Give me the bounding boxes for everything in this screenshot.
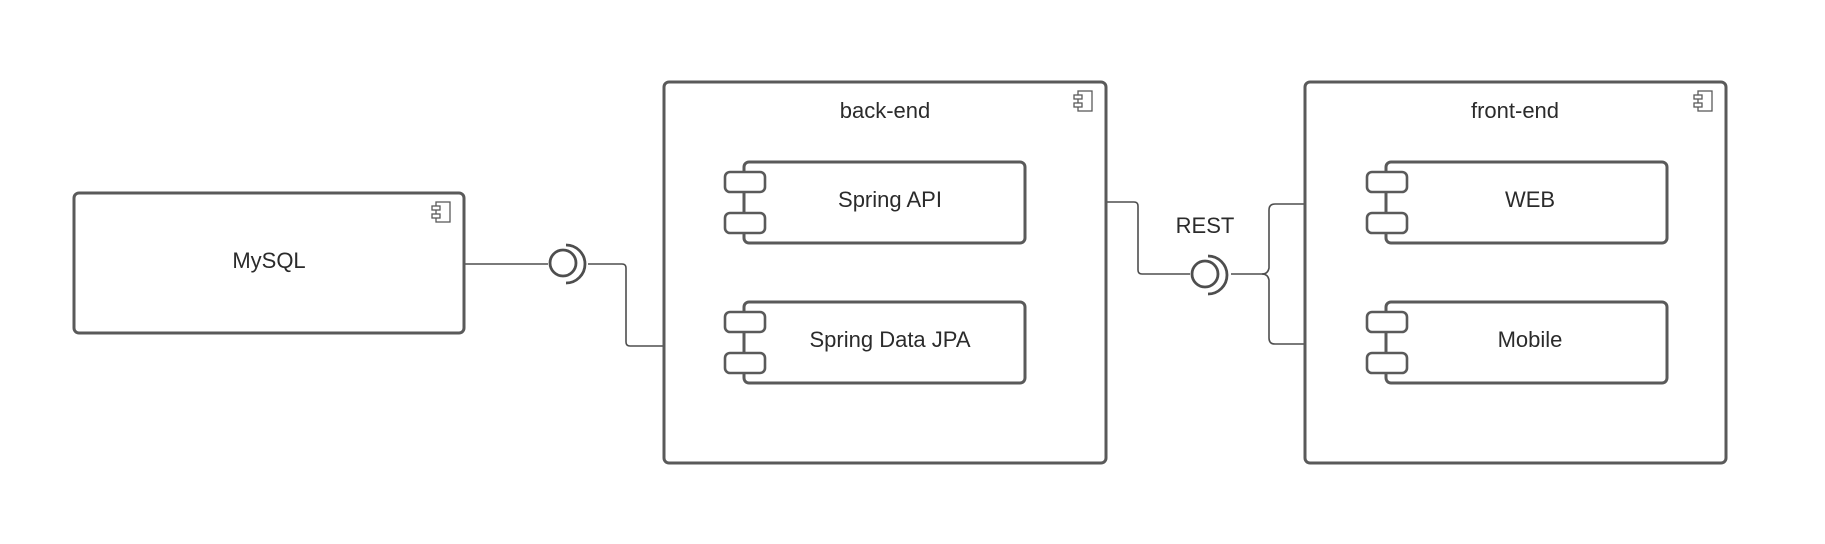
frontend-container[interactable]: front-end WEB Mobile — [1303, 80, 1728, 465]
web-port-bottom — [1365, 211, 1409, 235]
rest-interface[interactable]: REST — [1176, 213, 1235, 296]
spring-api-label: Spring API — [838, 187, 942, 212]
web-box[interactable] — [1384, 160, 1669, 245]
component-icon — [1073, 90, 1093, 112]
db-interface-to-spring-data-jpa-wire[interactable] — [588, 263, 744, 347]
backend-box[interactable] — [662, 80, 1108, 465]
web-component[interactable]: WEB — [1365, 160, 1669, 245]
spring-data-jpa-port-top — [723, 310, 767, 334]
backend-container[interactable]: back-end Spring API Spring Data JPA — [662, 80, 1108, 465]
db-interface-ball[interactable] — [548, 248, 578, 278]
component-icon — [1693, 90, 1713, 112]
db-interface-socket — [565, 243, 587, 285]
spring-api-component[interactable]: Spring API — [723, 160, 1027, 245]
rest-interface-label: REST — [1176, 213, 1235, 238]
mobile-box[interactable] — [1384, 300, 1669, 385]
spring-api-port-bottom — [723, 211, 767, 235]
frontend-box[interactable] — [1303, 80, 1728, 465]
web-port-top — [1365, 170, 1409, 194]
spring-api-to-rest-wire[interactable] — [1026, 201, 1190, 275]
spring-data-jpa-port-bottom — [723, 351, 767, 375]
mysql-label: MySQL — [232, 248, 305, 273]
rest-interface-ball[interactable] — [1190, 259, 1220, 289]
connectors — [465, 201, 1388, 347]
rest-interface-socket — [1207, 254, 1229, 296]
mobile-label: Mobile — [1498, 327, 1563, 352]
web-label: WEB — [1505, 187, 1555, 212]
mobile-port-bottom — [1365, 351, 1409, 375]
mysql-box[interactable] — [72, 191, 466, 335]
mobile-component[interactable]: Mobile — [1365, 300, 1669, 385]
backend-title: back-end — [840, 98, 931, 123]
spring-api-box[interactable] — [742, 160, 1027, 245]
spring-data-jpa-component[interactable]: Spring Data JPA — [723, 300, 1027, 385]
mobile-port-top — [1365, 310, 1409, 334]
mysql-component[interactable]: MySQL — [72, 191, 466, 335]
component-icon — [431, 201, 451, 223]
frontend-title: front-end — [1471, 98, 1559, 123]
spring-api-port-top — [723, 170, 767, 194]
rest-to-mobile-wire[interactable] — [1261, 273, 1388, 345]
spring-data-jpa-box[interactable] — [742, 300, 1027, 385]
db-interface[interactable] — [548, 243, 587, 285]
spring-data-jpa-label: Spring Data JPA — [809, 327, 970, 352]
